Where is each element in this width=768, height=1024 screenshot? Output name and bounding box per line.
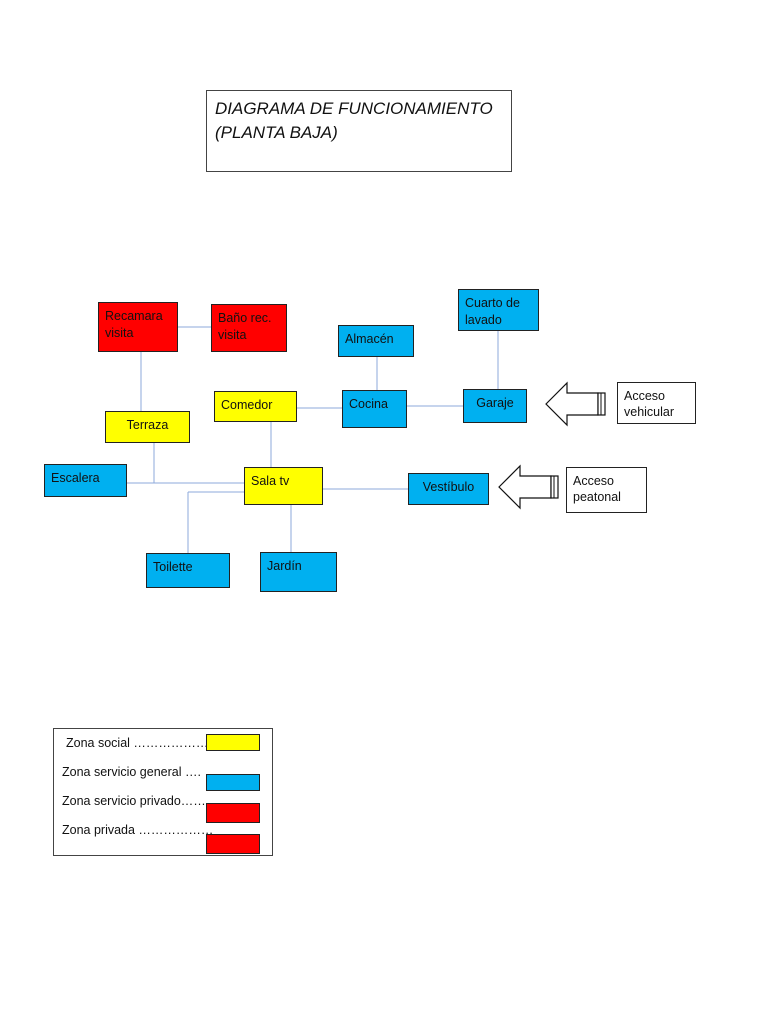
- node-sala-tv-label: Sala tv: [251, 474, 290, 488]
- node-comedor: Comedor: [214, 391, 297, 422]
- node-sala-tv: Sala tv: [244, 467, 323, 505]
- legend-label-zona-privada: Zona privada ………………: [62, 823, 214, 837]
- node-vestibulo-label: Vestíbulo: [422, 480, 475, 494]
- node-comedor-label: Comedor: [221, 398, 273, 412]
- node-acceso-peatonal-label: Acceso peatonal: [573, 474, 621, 504]
- legend: Zona social ………………… Zona servicio genera…: [53, 728, 273, 856]
- node-recamara-visita: Recamara visita: [98, 302, 178, 352]
- node-acceso-vehicular: Acceso vehicular: [617, 382, 696, 424]
- node-jardin: Jardín: [260, 552, 337, 592]
- node-almacen-label: Almacén: [345, 332, 394, 346]
- node-escalera-label: Escalera: [51, 471, 100, 485]
- legend-label-zona-social: Zona social …………………: [66, 736, 221, 750]
- node-cocina-label: Cocina: [349, 397, 388, 411]
- arrow-vehicular-icon: [545, 381, 599, 427]
- legend-swatch-zona-social: [206, 734, 260, 751]
- legend-swatch-zona-privada: [206, 834, 260, 854]
- node-garaje-label: Garaje: [476, 396, 514, 410]
- legend-label-zona-servicio-general: Zona servicio general ….: [62, 765, 201, 779]
- node-cocina: Cocina: [342, 390, 407, 428]
- node-recamara-visita-label: Recamara visita: [105, 309, 163, 340]
- node-acceso-peatonal: Acceso peatonal: [566, 467, 647, 513]
- node-garaje: Garaje: [463, 389, 527, 423]
- node-bano-rec-visita-label: Baño rec. visita: [218, 311, 272, 342]
- diagram-title: DIAGRAMA DE FUNCIONAMIENTO (PLANTA BAJA): [206, 90, 512, 172]
- node-terraza-label: Terraza: [126, 418, 169, 432]
- title-line-1: DIAGRAMA DE FUNCIONAMIENTO: [215, 99, 493, 118]
- legend-swatch-zona-servicio-general: [206, 774, 260, 791]
- legend-label-zona-servicio-privado: Zona servicio privado……: [62, 794, 206, 808]
- node-almacen: Almacén: [338, 325, 414, 357]
- title-line-2: (PLANTA BAJA): [215, 123, 338, 142]
- node-vestibulo: Vestíbulo: [408, 473, 489, 505]
- node-acceso-vehicular-label: Acceso vehicular: [624, 389, 675, 419]
- node-escalera: Escalera: [44, 464, 127, 497]
- arrow-peatonal-icon: [498, 464, 552, 510]
- legend-swatch-zona-servicio-privado: [206, 803, 260, 823]
- node-toilette: Toilette: [146, 553, 230, 588]
- node-jardin-label: Jardín: [267, 559, 302, 573]
- node-cuarto-lavado: Cuarto de lavado: [458, 289, 539, 331]
- node-terraza: Terraza: [105, 411, 190, 443]
- node-toilette-label: Toilette: [153, 560, 193, 574]
- node-bano-rec-visita: Baño rec. visita: [211, 304, 287, 352]
- node-cuarto-lavado-label: Cuarto de lavado: [465, 296, 520, 327]
